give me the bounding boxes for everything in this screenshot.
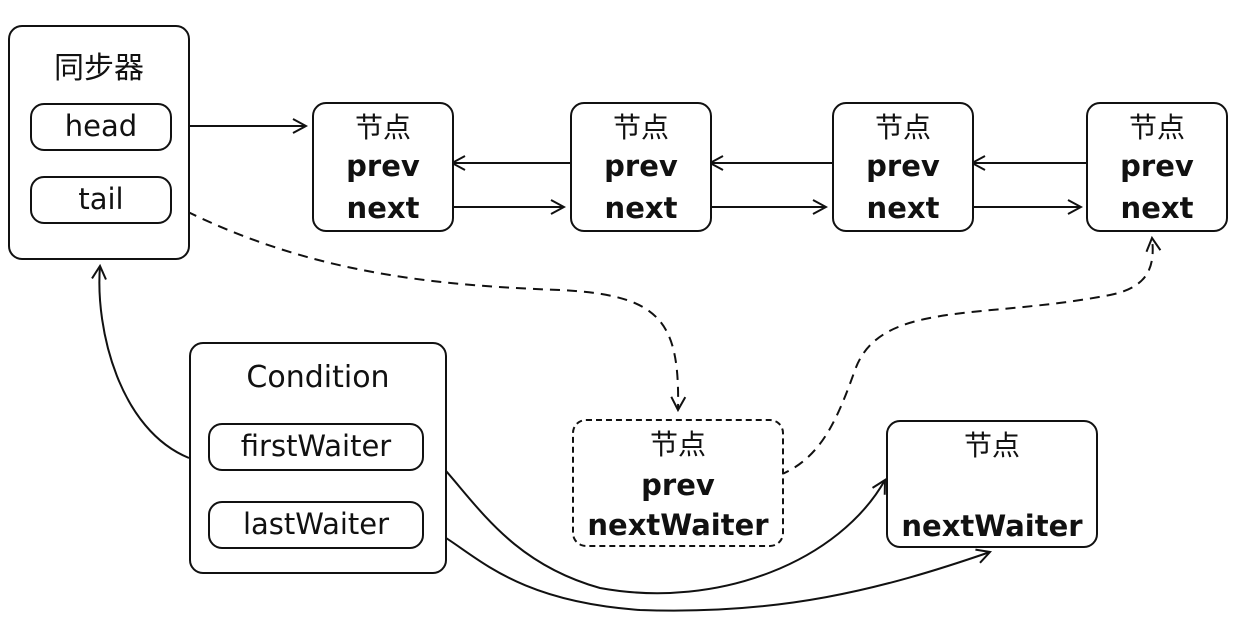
head-field: head [30,103,172,151]
node-prev-field: prev [1120,149,1194,183]
sync-node-1: 节点 prev next [312,102,454,232]
node-next-waiter-field: nextWaiter [587,508,769,542]
node-title: 节点 [354,111,411,144]
tail-dashed-arrow [171,203,678,410]
transferring-node: 节点 prev nextWaiter [572,419,784,547]
node-prev-field: prev [604,149,678,183]
node-next-field: next [604,191,678,225]
last-waiter-arrow [423,525,990,612]
node-prev-field: prev [866,149,940,183]
node-title: 节点 [874,111,931,144]
node-title: 节点 [1128,111,1185,144]
node-title: 节点 [612,111,669,144]
condition-to-sync-arrow [99,266,190,459]
last-waiter-field: lastWaiter [208,501,424,549]
waiter-node: 节点 nextWaiter [886,420,1098,548]
sync-node-3: 节点 prev next [832,102,974,232]
sync-node-2: 节点 prev next [570,102,712,232]
node-next-field: next [346,191,420,225]
node-next-field: next [1120,191,1194,225]
synchronizer-title: 同步器 [54,51,144,86]
node-prev-field: prev [346,149,420,183]
first-waiter-arrow [423,447,885,595]
condition-title: Condition [246,360,390,395]
moving-prev-dashed-arrow [729,238,1153,487]
first-waiter-field: firstWaiter [208,423,424,471]
sync-node-4: 节点 prev next [1086,102,1228,232]
node-title: 节点 [649,428,706,461]
node-title: 节点 [963,429,1020,462]
tail-field: tail [30,176,172,224]
node-next-field: next [866,191,940,225]
node-next-waiter-field: nextWaiter [901,509,1083,543]
node-prev-field: prev [641,468,715,502]
